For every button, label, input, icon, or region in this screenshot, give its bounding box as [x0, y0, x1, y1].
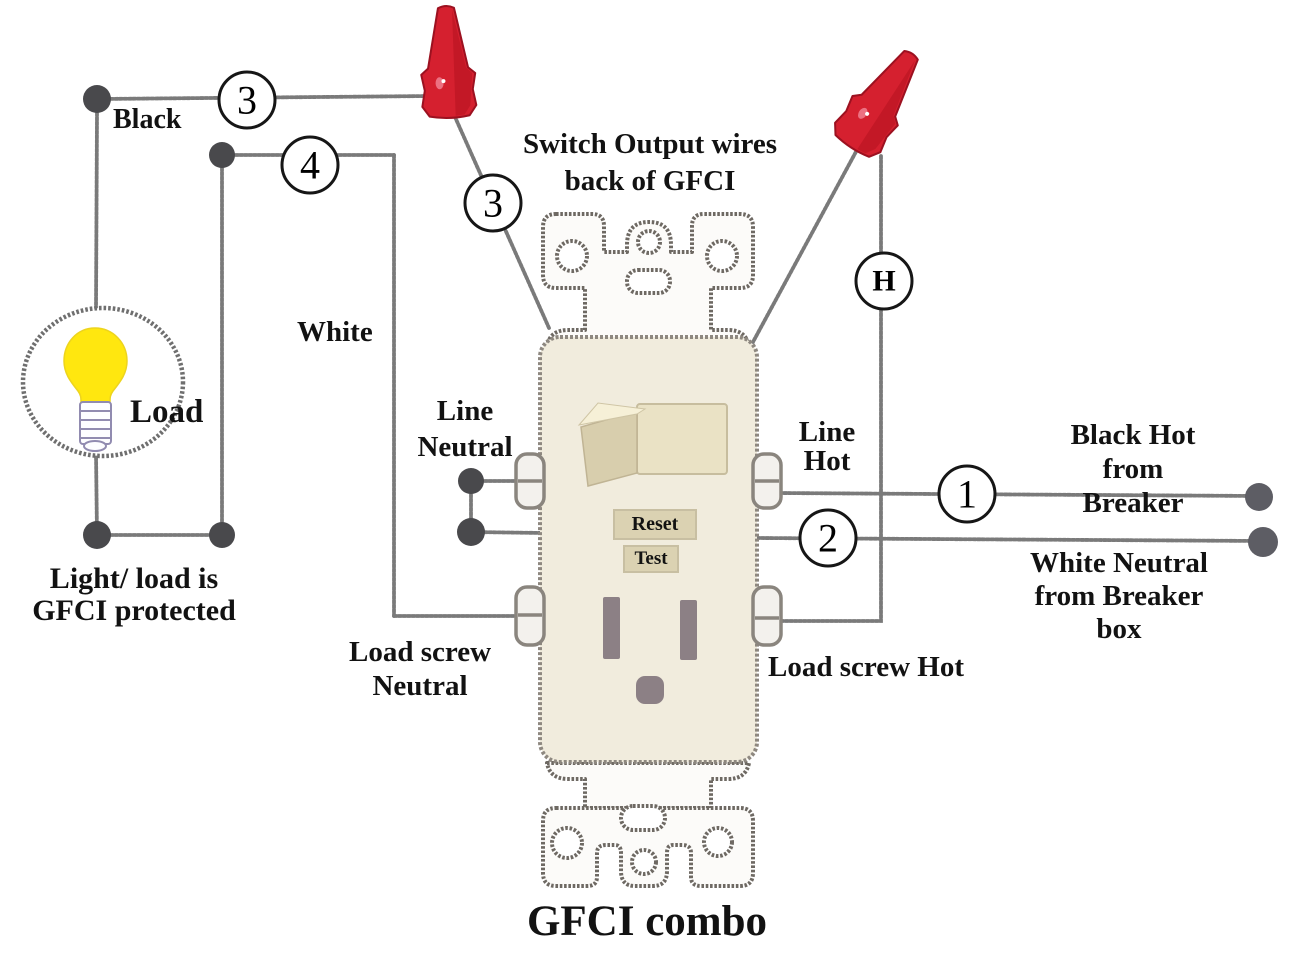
junction-dot [209, 522, 235, 548]
toggle-switch-icon [577, 402, 728, 487]
label-line-neutral: Line Neutral [417, 395, 513, 463]
mounting-strap-top-icon [541, 212, 755, 348]
wire-black-hot-breaker [773, 491, 1261, 498]
wire-nut-right-icon [834, 49, 919, 158]
wire-marker-3-top: 3 [217, 70, 277, 130]
light-bulb-icon [20, 305, 186, 459]
junction-dots [83, 85, 1278, 557]
diagram-title: GFCI combo [526, 898, 768, 945]
wires [94, 94, 1266, 623]
wire-marker-2: 2 [798, 508, 858, 568]
label-line-hot: Line Hot [798, 416, 856, 477]
wire-switch-output-right [751, 146, 860, 344]
wire-marker-H: H [854, 251, 914, 311]
junction-dot [457, 518, 485, 546]
label-load: Load [130, 394, 204, 430]
mounting-strap-bottom-icon [541, 761, 755, 888]
junction-dot [83, 521, 111, 549]
test-button: Test [623, 545, 679, 573]
label-load-screw-hot: Load screw Hot [768, 651, 965, 683]
outlet-slot-left [603, 597, 620, 659]
screw-load-hot [751, 585, 783, 647]
label-white: White [297, 316, 373, 348]
label-switch-output: Switch Output wires back of GFCI [522, 128, 778, 197]
label-black-hot: Black Hot from Breaker [1070, 419, 1196, 519]
wire-end-dot [1248, 527, 1278, 557]
label-white-neutral: White Neutral from Breaker box [1030, 547, 1208, 645]
wire-end-dot [1245, 483, 1273, 511]
wire-load-up [94, 111, 99, 311]
wire-load-hot [772, 154, 883, 623]
wire-marker-1: 1 [937, 464, 997, 524]
junction-dot [458, 468, 484, 494]
junction-dot [209, 142, 235, 168]
label-load-protected: Light/ load is GFCI protected [32, 562, 236, 627]
label-black: Black [113, 104, 182, 135]
screw-terminals [514, 452, 783, 647]
wire-nut-left-icon [420, 5, 478, 119]
junction-dot [83, 85, 111, 113]
outlet-face [603, 597, 697, 704]
label-load-screw-neutral: Load screw Neutral [348, 636, 492, 702]
outlet-ground-hole [636, 676, 664, 704]
wire-marker-3-switch-output: 3 [463, 173, 523, 233]
reset-button: Reset [613, 509, 697, 540]
wire-marker-4: 4 [280, 135, 340, 195]
outlet-slot-right [680, 600, 697, 660]
